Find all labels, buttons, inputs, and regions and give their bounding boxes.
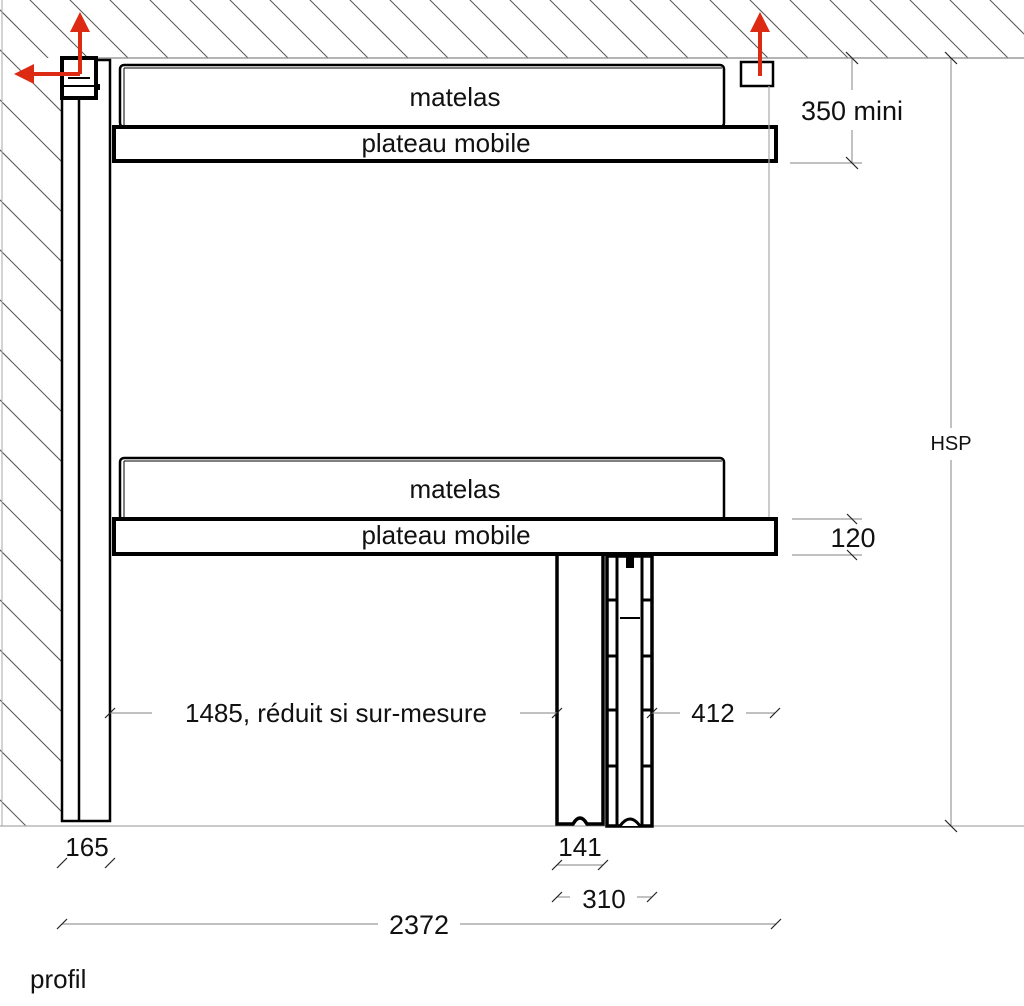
front-support-leg xyxy=(555,556,605,826)
dim-leg-width: 141 xyxy=(551,832,609,871)
lower-board: plateau mobile xyxy=(112,517,778,556)
force-arrow-wall-left xyxy=(14,64,80,84)
dim-leg-total-width-label: 310 xyxy=(582,884,625,914)
ceiling-hatch xyxy=(0,0,1024,58)
lower-board-label: plateau mobile xyxy=(361,520,530,550)
wall-post xyxy=(60,58,112,823)
dim-ceiling-height-label: HSP xyxy=(930,433,971,455)
dim-leg-total-width: 310 xyxy=(551,884,658,914)
dim-post-width-label: 165 xyxy=(65,832,108,862)
dim-leg-depth-label: 412 xyxy=(691,698,734,728)
force-arrow-bracket-up xyxy=(750,12,770,76)
dim-leg-width-label: 141 xyxy=(558,832,601,862)
slotted-rail-leg xyxy=(605,554,654,828)
dim-board-thickness-label: 120 xyxy=(830,523,875,553)
dim-top-clearance: 350 mini xyxy=(790,51,903,170)
view-label: profil xyxy=(30,964,86,994)
dim-ceiling-height: HSP xyxy=(930,51,972,833)
dim-overall-length-label: 2372 xyxy=(389,910,449,940)
dim-post-width: 165 xyxy=(56,832,116,869)
force-arrow-wall-up xyxy=(70,12,90,74)
upper-board: plateau mobile xyxy=(112,125,778,163)
dim-overall-length: 2372 xyxy=(56,910,782,940)
wall-hatch xyxy=(0,58,62,826)
lower-mattress: matelas xyxy=(118,456,726,522)
top-right-bracket xyxy=(739,60,775,88)
lower-mattress-label: matelas xyxy=(409,474,500,504)
dim-top-clearance-label: 350 mini xyxy=(801,96,903,126)
upper-mattress: matelas xyxy=(118,63,726,129)
dim-clear-span: 1485, réduit si sur-mesure xyxy=(104,698,563,728)
dim-board-thickness: 120 xyxy=(792,513,876,561)
dim-leg-depth: 412 xyxy=(646,698,781,728)
upper-mattress-label: matelas xyxy=(409,82,500,112)
upper-board-label: plateau mobile xyxy=(361,128,530,158)
dim-clear-span-label: 1485, réduit si sur-mesure xyxy=(185,698,487,728)
